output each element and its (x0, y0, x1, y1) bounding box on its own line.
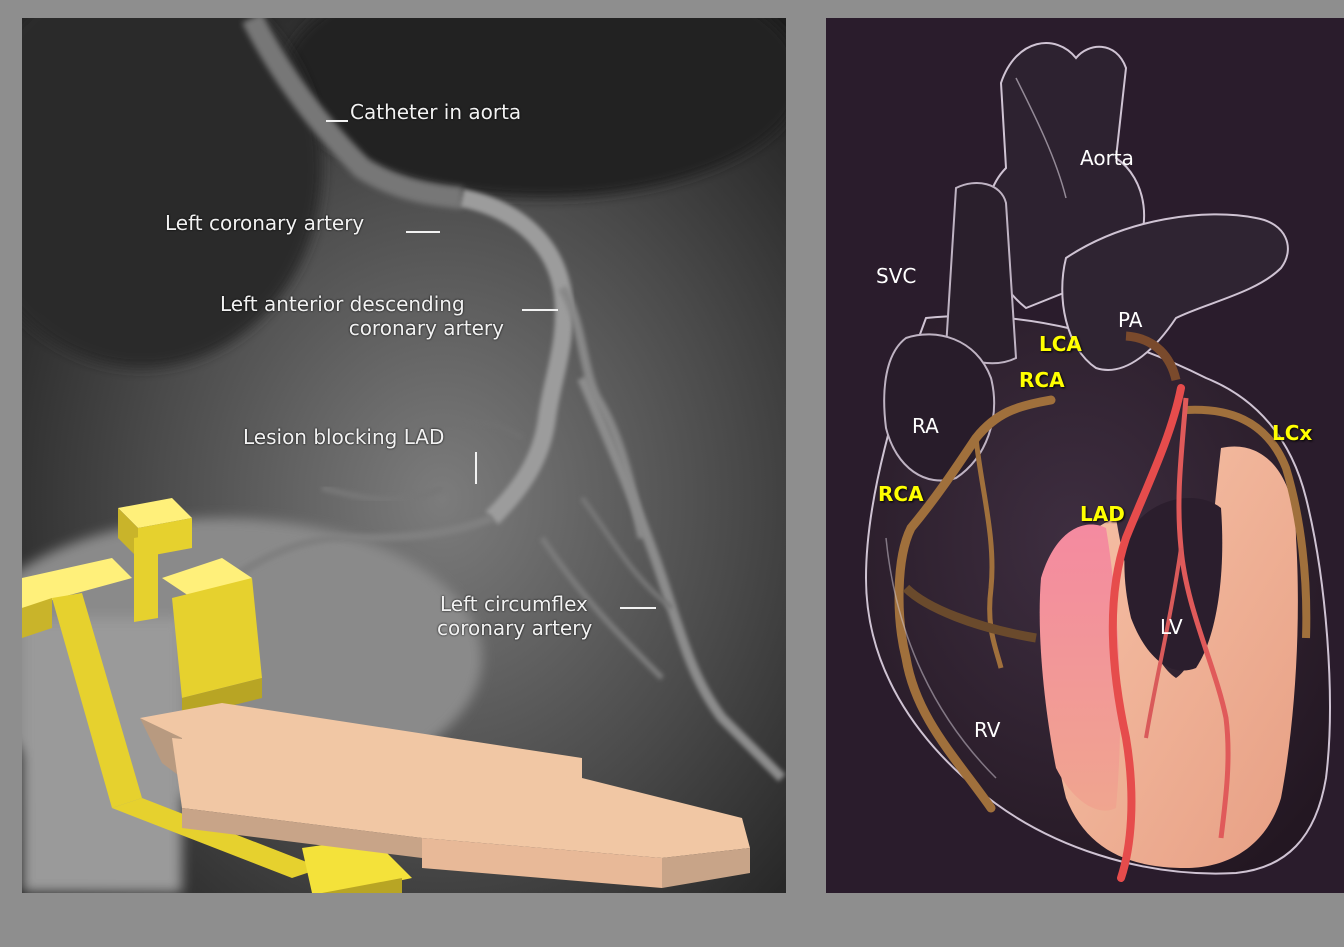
angiogram-image (22, 18, 786, 893)
label-lcx-line2: coronary artery (437, 616, 592, 640)
heart-illustration-panel: Aorta SVC PA RA LV RV LCA RCA RCA LAD LC… (826, 18, 1344, 893)
label-rv: RV (974, 718, 1000, 742)
label-lad-line1: Left anterior descending (220, 292, 465, 316)
leader-lad (522, 309, 558, 311)
label-rca-top-highlight: RCA (1019, 368, 1065, 392)
label-lcx-line1: Left circumflex (440, 592, 588, 616)
label-svc: SVC (876, 264, 916, 288)
leader-lesion (475, 452, 477, 484)
label-aorta: Aorta (1080, 146, 1134, 170)
leader-lca (406, 231, 440, 233)
angiogram-panel: Catheter in aorta Left coronary artery L… (22, 18, 786, 893)
label-lad-highlight: LAD (1080, 502, 1125, 526)
label-lesion: Lesion blocking LAD (243, 425, 444, 449)
label-pa: PA (1118, 308, 1142, 332)
leader-catheter (326, 120, 348, 122)
leader-lcx (620, 607, 656, 609)
label-lcx-highlight: LCx (1272, 421, 1312, 445)
label-catheter: Catheter in aorta (350, 100, 521, 124)
label-lca-highlight: LCA (1039, 332, 1082, 356)
label-lv: LV (1160, 615, 1183, 639)
svc-shape (946, 183, 1016, 363)
label-ra: RA (912, 414, 939, 438)
label-lad-line2: coronary artery (220, 316, 504, 340)
label-rca-side-highlight: RCA (878, 482, 924, 506)
label-left-coronary-artery: Left coronary artery (165, 211, 364, 235)
